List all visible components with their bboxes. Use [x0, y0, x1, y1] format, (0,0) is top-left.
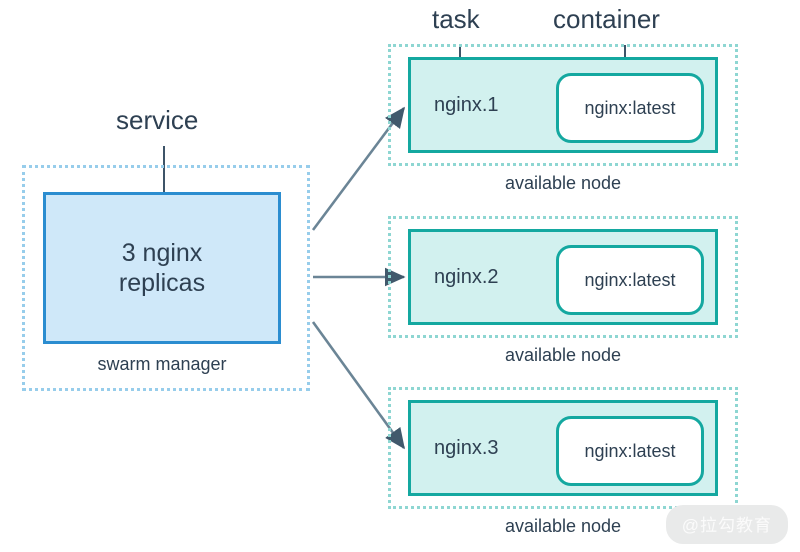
pointer-label-service: service — [116, 105, 199, 135]
caption-available-node-2: available node — [504, 345, 622, 365]
task-name-3: nginx.3 — [434, 436, 499, 459]
node-group-1 — [388, 44, 738, 166]
container-box-3[interactable]: nginx:latest — [556, 416, 704, 486]
container-image-2: nginx:latest — [584, 269, 676, 290]
container-image-1: nginx:latest — [584, 97, 676, 118]
caption-available-node-1: available node — [504, 173, 622, 193]
task-name-2: nginx.2 — [434, 265, 499, 288]
task-box-2[interactable]: nginx.2 nginx:latest — [408, 229, 718, 325]
task-box-1[interactable]: nginx.1 nginx:latest — [408, 57, 718, 153]
caption-swarm-manager: swarm manager — [97, 354, 227, 374]
task-name-1: nginx.1 — [434, 93, 499, 116]
task-box-3[interactable]: nginx.3 nginx:latest — [408, 400, 718, 496]
watermark: @拉勾教育 — [665, 505, 788, 544]
service-box[interactable]: 3 nginx replicas — [43, 192, 281, 344]
pointer-label-container: container — [553, 4, 660, 34]
container-image-3: nginx:latest — [584, 440, 676, 461]
leader-line-service — [163, 146, 165, 232]
pointer-label-task: task — [432, 4, 480, 34]
swarm-manager-group — [22, 165, 310, 391]
caption-available-node-3: available node — [504, 516, 622, 536]
service-replicas-label: 3 nginx replicas — [118, 238, 206, 298]
node-group-3 — [388, 387, 738, 509]
node-group-2 — [388, 216, 738, 338]
container-box-2[interactable]: nginx:latest — [556, 245, 704, 315]
container-box-1[interactable]: nginx:latest — [556, 73, 704, 143]
